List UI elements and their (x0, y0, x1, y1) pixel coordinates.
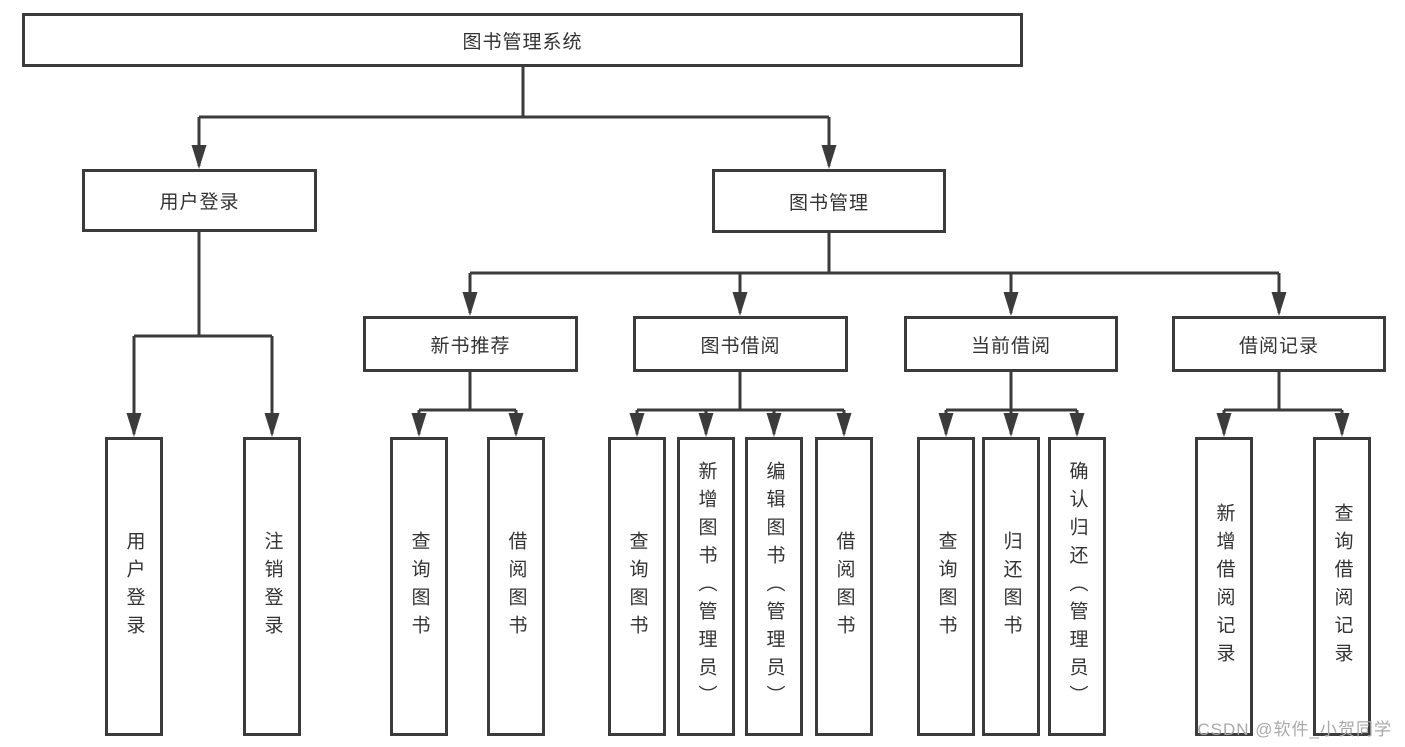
leaf-edit-books-admin: 编辑图书（管理员） (745, 437, 803, 736)
arrowhead (1216, 413, 1232, 437)
arrowhead (821, 145, 837, 169)
arrowhead (698, 413, 714, 437)
arrowhead (1334, 413, 1350, 437)
leaf-borrow-books: 借阅图书 (487, 437, 545, 736)
leaf-query-borrow-record: 查询借阅记录 (1313, 437, 1371, 736)
arrowhead (462, 292, 478, 316)
node-library-system: 图书管理系统 (22, 13, 1023, 67)
csdn-watermark: CSDN @软件_小贺同学 (1197, 720, 1392, 739)
arrowhead (1069, 413, 1085, 437)
arrowhead (1271, 292, 1287, 316)
node-borrow-records: 借阅记录 (1172, 316, 1386, 372)
arrowhead (732, 292, 748, 316)
arrowhead (836, 413, 852, 437)
connector-root-to-level2 (197, 67, 831, 166)
node-book-management: 图书管理 (712, 169, 946, 233)
arrowhead (264, 413, 280, 437)
arrowhead (766, 413, 782, 437)
leaf-logout: 注销登录 (243, 437, 301, 736)
node-new-book-recommend: 新书推荐 (363, 316, 578, 372)
arrowhead (191, 145, 207, 169)
arrowhead (629, 413, 645, 437)
arrowhead (126, 413, 142, 437)
leaf-query-books: 查询图书 (608, 437, 666, 736)
arrowhead (938, 413, 954, 437)
leaf-query-books: 查询图书 (390, 437, 448, 736)
leaf-query-books: 查询图书 (917, 437, 975, 736)
arrowhead (1003, 292, 1019, 316)
connector-bookmgmt-to-level3 (468, 233, 1281, 313)
leaf-confirm-return-admin: 确认归还（管理员） (1048, 437, 1106, 736)
connector-bookborrow-to-leaves (635, 372, 846, 434)
leaf-add-books-admin: 新增图书（管理员） (677, 437, 735, 736)
node-current-borrow: 当前借阅 (904, 316, 1118, 372)
connector-userlogin-to-leaves (132, 232, 274, 434)
arrowhead (508, 413, 524, 437)
leaf-return-books: 归还图书 (982, 437, 1040, 736)
connector-records-to-leaves (1222, 372, 1344, 434)
arrowhead (411, 413, 427, 437)
leaf-add-borrow-record: 新增借阅记录 (1195, 437, 1253, 736)
leaf-borrow-books: 借阅图书 (815, 437, 873, 736)
node-user-login: 用户登录 (82, 169, 317, 232)
connector-newbook-to-leaves (417, 372, 518, 434)
leaf-user-login: 用户登录 (105, 437, 163, 736)
node-book-borrow: 图书借阅 (633, 316, 848, 372)
arrowhead (1003, 413, 1019, 437)
